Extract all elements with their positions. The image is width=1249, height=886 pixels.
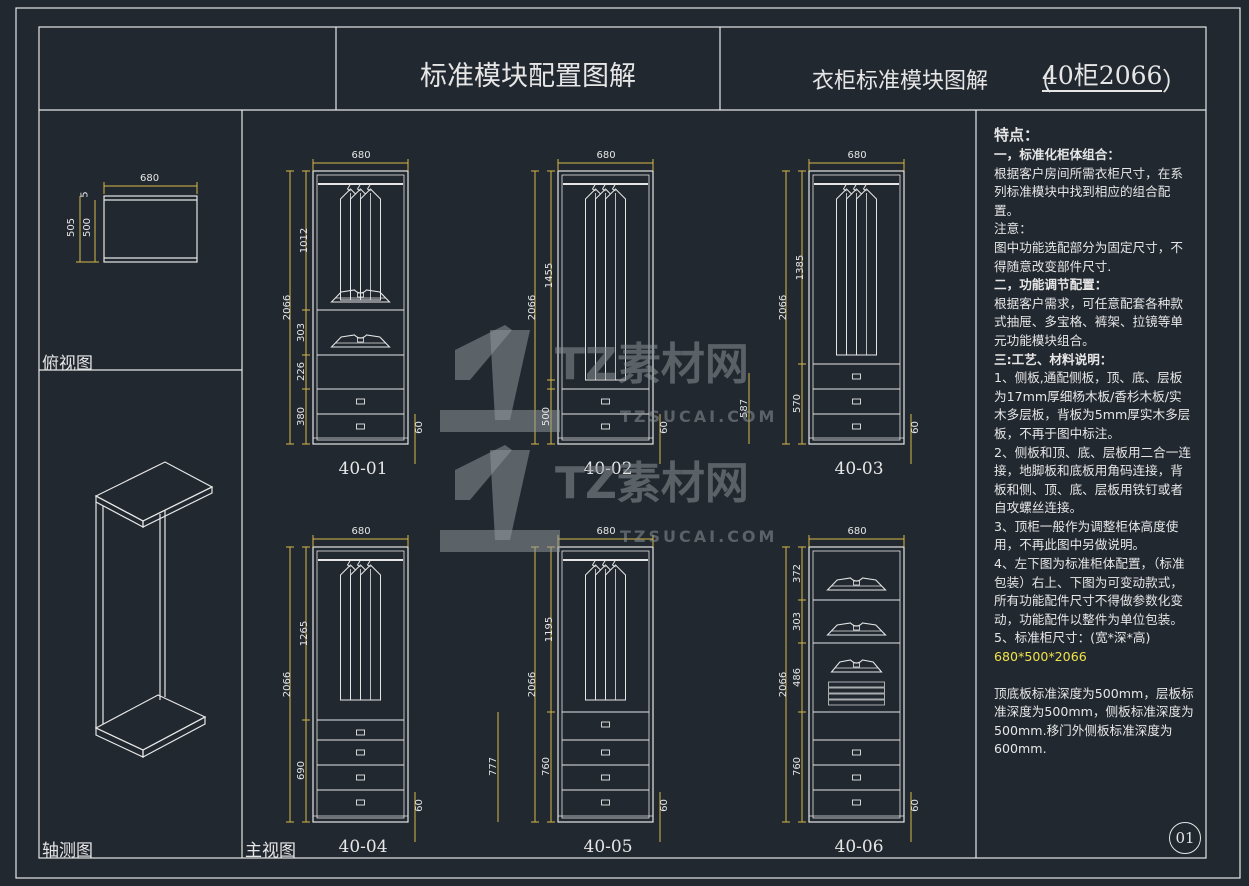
cabinet-width-dim: 680 [351,526,371,537]
cabinet-segment-dim: 226 [296,361,308,382]
cabinet-kick-dim: 60 [658,799,670,812]
dimensions-40-01 [286,159,416,464]
cabinet-40-03 [808,170,905,445]
dimensions-40-05 [497,535,661,842]
cabinet-outer-dim: 777 [488,756,500,777]
cabinet-height-dim: 2066 [282,294,294,320]
watermark-brand: TZ素材网 [555,339,749,390]
watermark-logo [440,325,560,552]
dimensions-40-06 [782,535,912,842]
cabinet-kick-dim: 60 [413,799,425,812]
cabinet-height-dim: 2066 [778,671,790,697]
cabinet-segment-dim: 500 [541,406,553,426]
cabinet-code: 40-05 [583,837,633,857]
cabinet-width-dim: 680 [596,150,616,161]
model-code: 40柜2066 [1042,61,1163,92]
cabinet-code: 40-02 [583,459,633,479]
cabinet-segment-dim: 1012 [299,227,311,253]
cabinet-segment-dim: 1195 [544,616,556,642]
cabinet-height-dim: 2066 [282,671,294,697]
cabinet-code: 40-06 [834,837,884,857]
top-view-width-dim: 680 [140,173,160,184]
sheet-number: 01 [1169,822,1201,854]
cabinet-width-dim: 680 [847,526,867,537]
cabinet-height-dim: 2066 [527,671,539,697]
notes-s1-note: 图中功能选配部分为固定尺寸，不得随意改变部件尺寸. [994,239,1183,274]
notes-s1-body: 根据客户房间所需衣柜尺寸，在系列标准模块中找到相应的组合配置。 [994,165,1183,218]
cabinet-segment-dim: 303 [792,611,804,631]
top-view-depth-dim: 500 [82,217,94,238]
cabinet-kick-dim: 60 [909,799,921,812]
cabinet-height-dim: 2066 [527,294,539,320]
notes-s3-p2: 2、侧板和顶、底、层板用二合一连接，地脚板和底板用角码连接，背板和侧、顶、底、层… [994,444,1191,516]
top-view-overall-dim: 505 [66,217,78,238]
dimensions-40-03 [748,159,912,464]
cabinet-kick-dim: 60 [909,421,921,434]
notes-s1-note-label: 注意： [994,221,1032,237]
cabinet-40-06 [808,546,905,823]
cabinet-segment-dim: 760 [792,756,804,777]
notes-heading: 特点： [994,126,1040,144]
cabinet-segment-dim: 486 [792,667,804,687]
top-view-label: 俯视图 [42,354,93,374]
sheet-subtitle: 衣柜标准模块图解 [812,69,989,94]
code-close-paren: ） [1162,67,1188,96]
notes-s3-p1: 1、侧板,通配侧板，顶、底、层板为17mm厚细杨木板/香杉木板/实木多层板，背板… [994,370,1191,441]
notes-s3-p5: 5、标准柜尺寸：(宽*深*高) [994,630,1151,646]
cabinet-code: 40-03 [834,459,884,479]
notes-depth-text: 顶底板标准深度为500mm，层板标准深度为500mm，侧板标准深度为500mm.… [994,685,1194,757]
sheet-title: 标准模块配置图解 [420,61,636,92]
notes-s2-title: 二，功能调节配置： [994,277,1108,293]
cabinet-height-dim: 2066 [778,294,790,320]
notes-s3-p3: 3、顶柜一般作为调整柜体高度使用，不再此图中另做说明。 [994,518,1179,553]
cabinet-segment-dim: 380 [296,406,308,426]
watermark-brand-2: TZ素材网 [555,458,749,509]
cabinet-code: 40-04 [338,837,388,857]
cabinet-40-01 [312,170,409,445]
cabinet-code: 40-01 [338,459,388,479]
front-view-label: 主视图 [245,841,296,861]
top-view-thin-dim: 5 [79,191,91,198]
watermark-domain-2: TZSUCAI.COM [620,527,778,546]
cabinet-width-dim: 680 [847,150,867,161]
watermark-domain: TZSUCAI.COM [620,407,778,426]
notes-s2-body: 根据客户需求，可任意配套各种款式抽屉、多宝格、裤架、拉镜等单元功能模块组合。 [994,295,1183,348]
axonometric-drawing [94,461,214,758]
cabinet-40-02 [557,170,654,445]
cabinet-width-dim: 680 [596,526,616,537]
cabinet-segment-dim: 760 [541,756,553,777]
cabinet-kick-dim: 60 [413,421,425,434]
cabinet-segment-dim: 570 [792,393,804,414]
inner-border [38,26,1207,859]
top-view-dimensions [76,182,198,263]
cabinet-40-05 [557,546,654,823]
axon-view-label: 轴测图 [42,841,93,861]
cabinet-width-dim: 680 [351,150,371,161]
top-view-drawing [103,195,198,263]
dimensions-40-04 [286,535,416,842]
notes-s1-title: 一，标准化柜体组合： [994,147,1120,162]
cabinet-segment-dim: 372 [792,563,804,583]
cabinet-segment-dim: 1385 [795,254,807,280]
cabinet-segment-dim: 1455 [544,262,556,288]
notes-s3-p4: 4、左下图为标准柜体配置，（标准包装）右上、下图为可变动款式，所有功能配件尺寸不… [994,556,1185,627]
cabinet-40-04 [312,546,409,823]
notes-s3-title: 三:工艺、材料说明： [994,351,1113,367]
dimensions-40-02 [531,159,661,464]
outer-border [15,7,1241,879]
cabinet-segment-dim: 303 [296,322,308,342]
cabinet-segment-dim: 1265 [299,620,311,646]
cabinet-segment-dim: 690 [296,760,308,781]
notes-size-value: 680*500*2066 [994,649,1087,665]
notes-panel: 特点： 一，标准化柜体组合： 根据客户房间所需衣柜尺寸，在系列标准模块中找到相应… [994,124,1194,759]
